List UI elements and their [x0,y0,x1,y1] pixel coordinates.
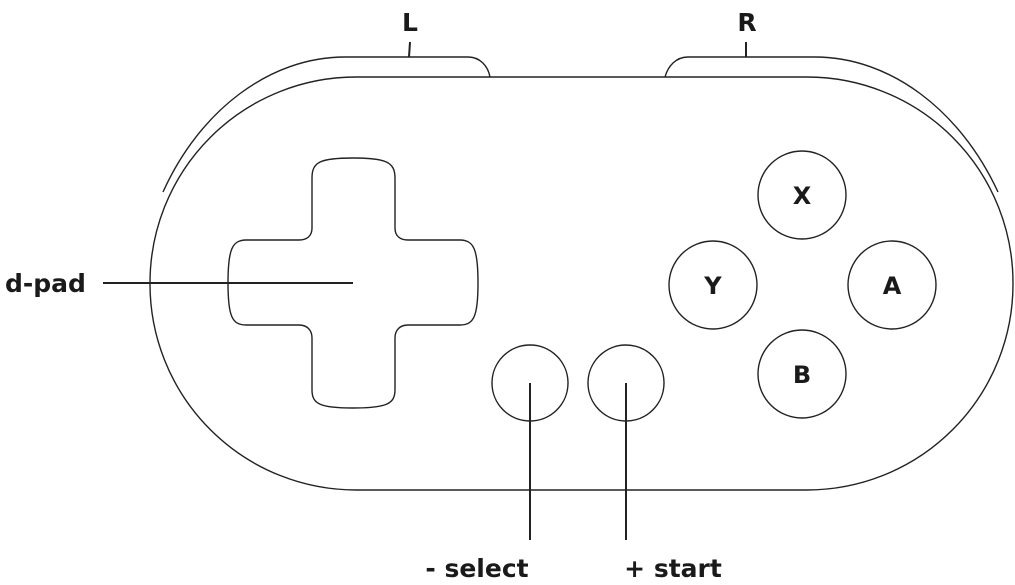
a-button [847,240,937,330]
left-shoulder-label: L [402,8,418,37]
select-label: - select [425,554,528,583]
right-shoulder-label: R [737,8,756,37]
y-button-label: Y [703,272,722,300]
b-button [757,329,847,419]
dpad-label: d-pad [5,269,86,298]
a-button-label: A [883,272,902,300]
x-button [757,150,847,240]
right-shoulder-button [664,56,999,193]
left-shoulder-button [162,56,491,193]
start-label: + start [624,554,722,583]
x-button-label: X [793,182,812,210]
b-button-label: B [793,361,811,389]
left-shoulder-leader-line [408,41,411,58]
y-button [668,240,758,330]
